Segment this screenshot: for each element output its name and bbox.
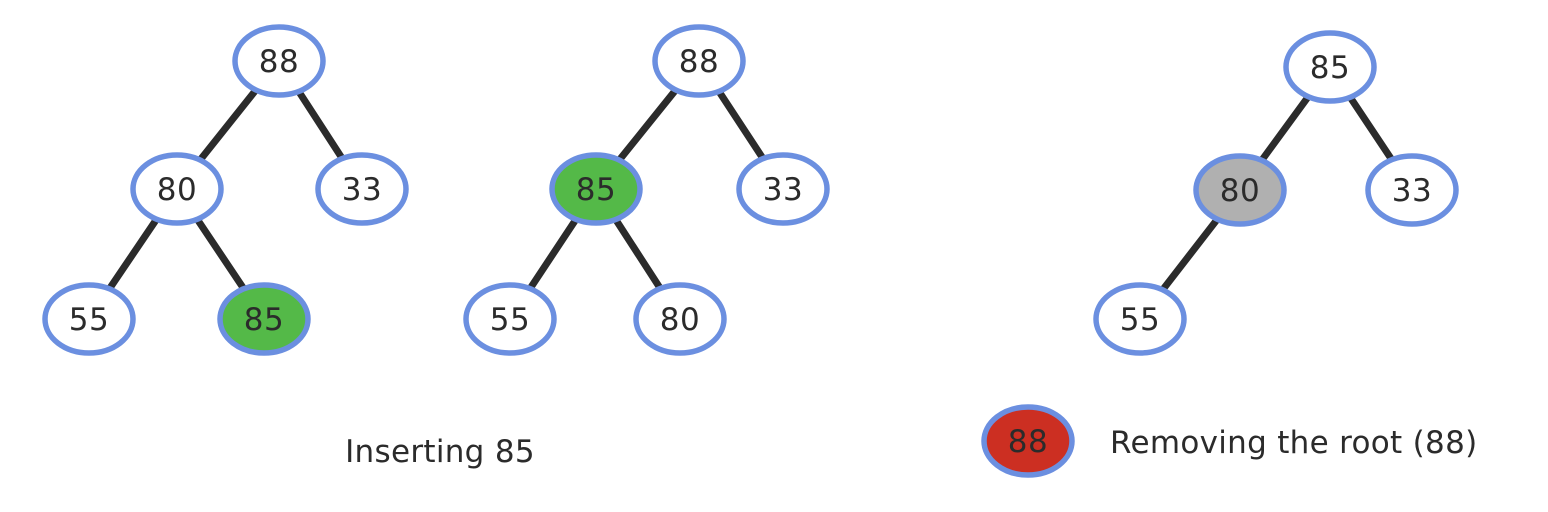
node-label: 33 <box>342 172 382 208</box>
tree-node-85[interactable]: 85 <box>1283 30 1377 104</box>
node-label: 88 <box>259 44 299 80</box>
legend-layer: 88 <box>981 404 1075 478</box>
node-shape <box>463 282 557 356</box>
nodes-layer: 88 80 33 55 85 88 85 33 55 80 85 80 33 55 <box>42 24 1459 356</box>
captions-layer: Inserting 85 Removing the root (88) <box>345 425 1477 470</box>
node-label: 80 <box>157 172 197 208</box>
node-shape <box>1283 30 1377 104</box>
tree-edge <box>526 215 580 293</box>
node-label: 85 <box>244 302 284 338</box>
tree-node-33[interactable]: 33 <box>736 152 830 226</box>
node-label: 55 <box>1120 302 1160 338</box>
tree-edge <box>196 86 260 164</box>
tree-node-88[interactable]: 88 <box>232 24 326 98</box>
node-label: 55 <box>490 302 530 338</box>
node-shape <box>1093 282 1187 356</box>
tree-edge <box>295 87 346 163</box>
edges-layer <box>105 86 1396 294</box>
tree-edge <box>612 215 664 293</box>
node-shape <box>633 282 727 356</box>
node-shape <box>1365 153 1459 227</box>
tree-node-80[interactable]: 80 <box>633 282 727 356</box>
node-label: 85 <box>1310 50 1350 86</box>
node-shape <box>549 152 643 226</box>
tree-node-33[interactable]: 33 <box>315 152 409 226</box>
tree-node-88[interactable]: 88 <box>981 404 1075 478</box>
node-label: 55 <box>69 302 109 338</box>
tree-edge <box>1258 93 1312 164</box>
node-shape <box>42 282 136 356</box>
tree-edge <box>615 86 680 164</box>
tree-edge <box>1159 215 1221 294</box>
tree-node-55[interactable]: 55 <box>463 282 557 356</box>
node-label: 85 <box>576 172 616 208</box>
tree-edge <box>193 215 248 293</box>
node-shape <box>217 282 311 356</box>
tree-node-80[interactable]: 80 <box>1193 153 1287 227</box>
node-label: 88 <box>1008 424 1048 460</box>
node-label: 33 <box>763 172 803 208</box>
node-shape <box>1193 153 1287 227</box>
tree-node-88[interactable]: 88 <box>652 24 746 98</box>
tree-edge <box>715 87 767 163</box>
tree-node-33[interactable]: 33 <box>1365 153 1459 227</box>
node-label: 33 <box>1392 173 1432 209</box>
tree-edge <box>105 215 161 293</box>
tree-edge <box>1346 93 1396 164</box>
node-shape <box>736 152 830 226</box>
node-shape <box>232 24 326 98</box>
node-shape <box>130 152 224 226</box>
node-shape <box>652 24 746 98</box>
node-shape <box>315 152 409 226</box>
node-shape <box>981 404 1075 478</box>
tree-node-55[interactable]: 55 <box>1093 282 1187 356</box>
tree-node-85[interactable]: 85 <box>549 152 643 226</box>
node-label: 88 <box>679 44 719 80</box>
caption-insert: Inserting 85 <box>345 434 535 470</box>
tree-node-85[interactable]: 85 <box>217 282 311 356</box>
tree-node-80[interactable]: 80 <box>130 152 224 226</box>
caption-remove: Removing the root (88) <box>1110 425 1478 461</box>
node-label: 80 <box>660 302 700 338</box>
node-label: 80 <box>1220 173 1260 209</box>
tree-node-55[interactable]: 55 <box>42 282 136 356</box>
